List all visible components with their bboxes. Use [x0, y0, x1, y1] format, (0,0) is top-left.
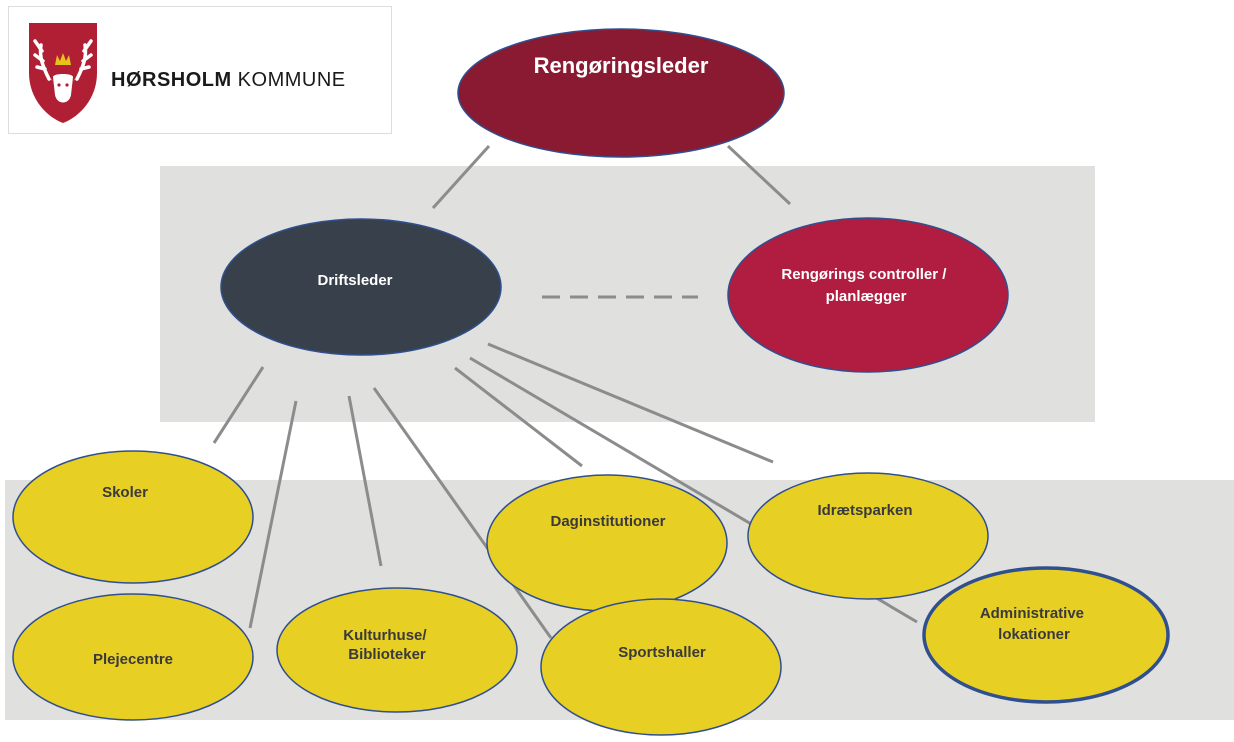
node-sportshaller-label: Sportshaller: [618, 644, 706, 661]
node-controller-label: Rengørings controller / planlægger: [781, 266, 950, 305]
node-controller-label-line-2: planlægger: [826, 288, 907, 305]
node-kulturhuse-label-line-2: Biblioteker: [348, 646, 426, 663]
connector-top-to-controller: [726, 144, 792, 206]
node-daginstitutioner-label: Daginstitutioner: [551, 513, 666, 530]
connector-to-daginstitutioner: [454, 366, 583, 468]
node-idraetsparken-label: Idrætsparken: [817, 502, 912, 519]
node-kulturhuse-label-line-1: Kulturhuse/: [343, 627, 427, 644]
connector-to-skoler: [212, 366, 265, 444]
node-skoler-label: Skoler: [102, 484, 148, 501]
connector-to-plejecentre: [248, 400, 298, 629]
connector-to-idraetsparken: [487, 342, 774, 464]
node-skoler: Skoler: [12, 450, 254, 584]
node-administrative-label-line-1: Administrative: [980, 605, 1084, 622]
connector-top-to-driftsleder: [431, 144, 491, 210]
connectors: [212, 144, 918, 639]
node-plejecentre: Plejecentre: [12, 593, 254, 721]
node-plejecentre-label: Plejecentre: [93, 651, 173, 668]
connector-to-kulturhuse: [347, 395, 383, 567]
node-administrative: Administrative lokationer: [922, 566, 1170, 704]
node-driftsleder-label: Driftsleder: [317, 272, 392, 289]
node-administrative-label: Administrative lokationer: [980, 605, 1088, 643]
node-rengoringsleder: Rengøringsleder: [457, 28, 785, 158]
node-controller-label-line-1: Rengørings controller /: [781, 266, 947, 283]
hoersholm-shield-icon: [29, 23, 97, 123]
node-sportshaller: Sportshaller: [540, 598, 782, 736]
logo-name-rest: KOMMUNE: [237, 69, 346, 91]
logo-name-bold: HØRSHOLM: [111, 69, 232, 91]
node-kulturhuse-label: Kulturhuse/ Biblioteker: [343, 627, 431, 663]
node-kulturhuse: Kulturhuse/ Biblioteker: [276, 587, 518, 713]
connector-to-sportshaller: [372, 387, 553, 639]
node-rengoringsleder-label: Rengøringsleder: [534, 53, 709, 78]
node-daginstitutioner: Daginstitutioner: [486, 474, 728, 612]
node-controller: Rengørings controller / planlægger: [727, 217, 1009, 373]
node-idraetsparken: Idrætsparken: [747, 472, 989, 600]
node-administrative-label-line-2: lokationer: [998, 626, 1070, 643]
node-driftsleder: Driftsleder: [220, 218, 502, 356]
